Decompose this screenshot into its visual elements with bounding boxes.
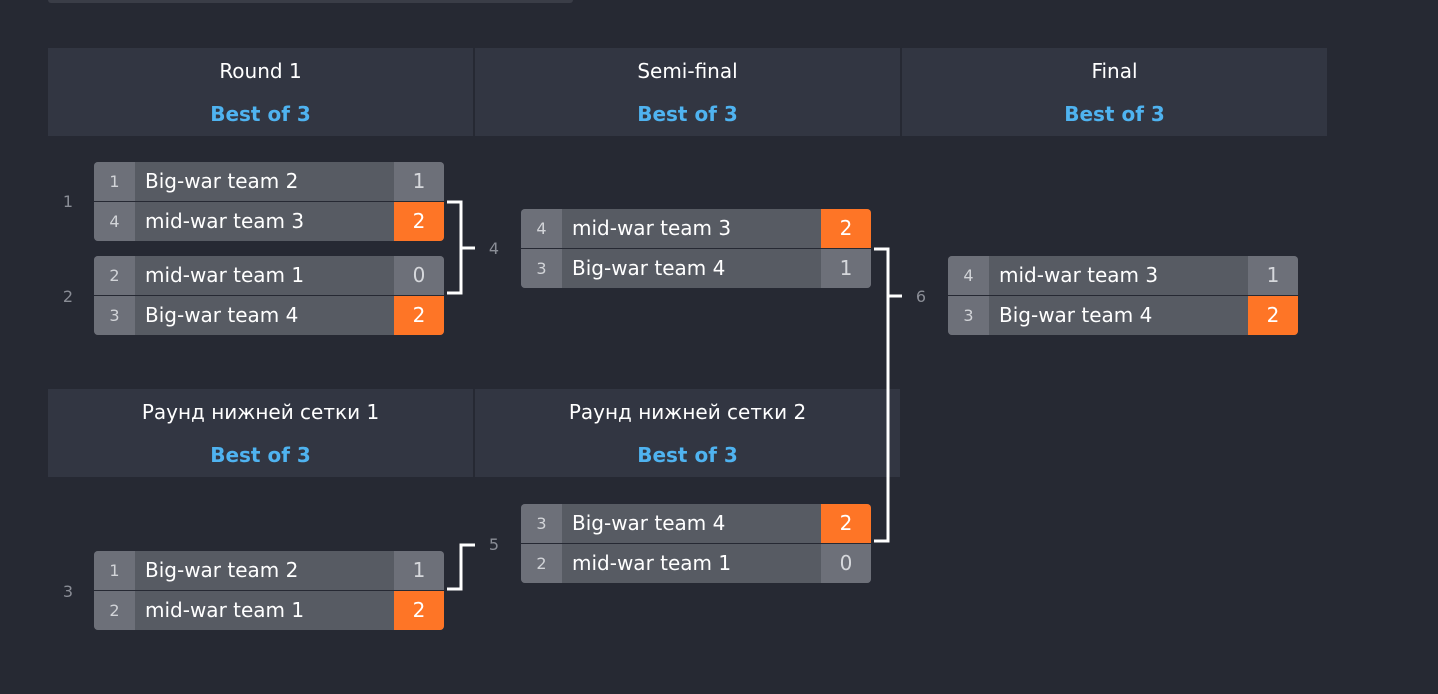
team-seed: 1 xyxy=(94,551,135,590)
match-4[interactable]: 4 mid-war team 3 2 3 Big-war team 4 1 xyxy=(521,209,871,288)
match-2[interactable]: 2 mid-war team 1 0 3 Big-war team 4 2 xyxy=(94,256,444,335)
round-header-lower-1: Раунд нижней сетки 1 Best of 3 xyxy=(48,389,473,477)
team-seed: 4 xyxy=(94,202,135,241)
team-name[interactable]: Big-war team 2 xyxy=(145,169,299,193)
team-name[interactable]: mid-war team 3 xyxy=(145,209,305,233)
winner-score: 2 xyxy=(394,591,444,630)
match-number: 6 xyxy=(915,287,927,306)
team-score: 0 xyxy=(821,544,871,583)
team-seed: 3 xyxy=(521,504,562,543)
team-seed: 4 xyxy=(948,256,989,295)
team-name[interactable]: mid-war team 1 xyxy=(572,551,732,575)
round-header-final: Final Best of 3 xyxy=(902,48,1327,136)
winner-score: 2 xyxy=(821,504,871,543)
round-name: Раунд нижней сетки 1 xyxy=(141,400,380,424)
connector-lower1-to-lower2 xyxy=(447,543,475,591)
team-score: 1 xyxy=(394,162,444,201)
team-seed: 3 xyxy=(948,296,989,335)
team-row[interactable]: 2 mid-war team 1 0 xyxy=(521,544,871,583)
team-seed: 3 xyxy=(94,296,135,335)
team-seed: 2 xyxy=(94,256,135,295)
top-divider xyxy=(48,0,573,3)
best-of-label: Best of 3 xyxy=(1064,102,1165,126)
team-name[interactable]: mid-war team 1 xyxy=(145,598,305,622)
match-number: 3 xyxy=(62,582,74,601)
connector-semi-to-final xyxy=(874,247,902,543)
team-name[interactable]: Big-war team 4 xyxy=(145,303,299,327)
round-name: Semi-final xyxy=(637,59,738,83)
round-header-lower-2: Раунд нижней сетки 2 Best of 3 xyxy=(475,389,900,477)
team-row[interactable]: 4 mid-war team 3 2 xyxy=(94,202,444,241)
team-seed: 4 xyxy=(521,209,562,248)
round-name: Final xyxy=(1091,59,1138,83)
team-score: 1 xyxy=(394,551,444,590)
team-name[interactable]: mid-war team 3 xyxy=(572,216,732,240)
team-name[interactable]: Big-war team 4 xyxy=(572,256,726,280)
best-of-label: Best of 3 xyxy=(210,443,311,467)
winner-score: 2 xyxy=(394,202,444,241)
round-header-round-1: Round 1 Best of 3 xyxy=(48,48,473,136)
team-row[interactable]: 3 Big-war team 4 2 xyxy=(521,504,871,543)
match-1[interactable]: 1 Big-war team 2 1 4 mid-war team 3 2 xyxy=(94,162,444,241)
team-name[interactable]: Big-war team 4 xyxy=(572,511,726,535)
team-name[interactable]: Big-war team 4 xyxy=(999,303,1153,327)
team-row[interactable]: 2 mid-war team 1 0 xyxy=(94,256,444,295)
team-row[interactable]: 3 Big-war team 4 2 xyxy=(94,296,444,335)
team-row[interactable]: 4 mid-war team 3 1 xyxy=(948,256,1298,295)
team-score: 0 xyxy=(394,256,444,295)
team-seed: 2 xyxy=(94,591,135,630)
best-of-label: Best of 3 xyxy=(210,102,311,126)
team-seed: 1 xyxy=(94,162,135,201)
round-name: Round 1 xyxy=(219,59,302,83)
team-row[interactable]: 3 Big-war team 4 1 xyxy=(521,249,871,288)
match-3[interactable]: 1 Big-war team 2 1 2 mid-war team 1 2 xyxy=(94,551,444,630)
team-seed: 2 xyxy=(521,544,562,583)
winner-score: 2 xyxy=(1248,296,1298,335)
winner-score: 2 xyxy=(821,209,871,248)
team-row[interactable]: 2 mid-war team 1 2 xyxy=(94,591,444,630)
round-name: Раунд нижней сетки 2 xyxy=(568,400,807,424)
best-of-label: Best of 3 xyxy=(637,443,738,467)
team-row[interactable]: 4 mid-war team 3 2 xyxy=(521,209,871,248)
team-score: 1 xyxy=(1248,256,1298,295)
match-6[interactable]: 4 mid-war team 3 1 3 Big-war team 4 2 xyxy=(948,256,1298,335)
winner-score: 2 xyxy=(394,296,444,335)
match-5[interactable]: 3 Big-war team 4 2 2 mid-war team 1 0 xyxy=(521,504,871,583)
team-name[interactable]: mid-war team 3 xyxy=(999,263,1159,287)
match-number: 1 xyxy=(62,192,74,211)
round-header-semi-final: Semi-final Best of 3 xyxy=(475,48,900,136)
team-row[interactable]: 1 Big-war team 2 1 xyxy=(94,551,444,590)
team-seed: 3 xyxy=(521,249,562,288)
match-number: 2 xyxy=(62,287,74,306)
match-number: 4 xyxy=(488,239,500,258)
team-row[interactable]: 1 Big-war team 2 1 xyxy=(94,162,444,201)
team-name[interactable]: Big-war team 2 xyxy=(145,558,299,582)
team-row[interactable]: 3 Big-war team 4 2 xyxy=(948,296,1298,335)
match-number: 5 xyxy=(488,535,500,554)
connector-r1-to-semi xyxy=(447,200,475,295)
team-score: 1 xyxy=(821,249,871,288)
team-name[interactable]: mid-war team 1 xyxy=(145,263,305,287)
best-of-label: Best of 3 xyxy=(637,102,738,126)
